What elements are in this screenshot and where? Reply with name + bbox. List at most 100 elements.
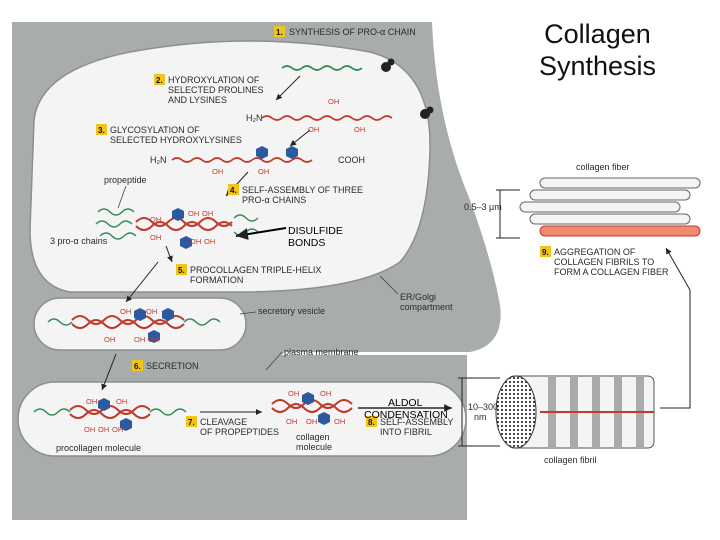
sugar-hexagon-icon: [318, 412, 330, 425]
svg-text:4.: 4.: [230, 186, 237, 195]
step-9-label-line3: FORM A COLLAGEN FIBER: [554, 267, 669, 277]
step-badge-1: 1.: [274, 26, 285, 37]
svg-text:2.: 2.: [156, 76, 163, 85]
triple-helix-red: [135, 221, 233, 231]
fibril-cross-section: [495, 375, 537, 449]
vesicle-pointer: [239, 311, 257, 315]
sugar-hexagon-icon: [120, 418, 132, 431]
step-arrow: [125, 261, 159, 303]
step-8-label-line2: INTO FIBRIL: [380, 427, 432, 437]
step-badge-6: 6.: [132, 360, 143, 371]
oh-label: OH: [190, 237, 201, 246]
propeptide-n-terminal: [97, 208, 135, 216]
step-2-label-line2: SELECTED PROLINES: [168, 85, 264, 95]
procollagen-molecule-label: procollagen molecule: [56, 443, 141, 453]
step-1-label: SYNTHESIS OF PRO-α CHAIN: [289, 27, 416, 37]
collagen-molecule-label-line1: collagen: [296, 432, 330, 442]
oh-label: OH: [320, 389, 331, 398]
oh-label: OH: [150, 233, 161, 242]
title-line-2: Synthesis: [538, 51, 656, 81]
vesicle-propeptide: [47, 318, 73, 326]
pro-alpha-chain-step1: [281, 65, 363, 71]
oh-label: OH: [116, 397, 127, 406]
ribosome-icon-2-small: [426, 106, 434, 114]
step-5-label-line1: PROCOLLAGEN TRIPLE-HELIX: [190, 265, 321, 275]
propeptide-c-terminal: [233, 214, 259, 222]
oh-label: OH: [120, 307, 131, 316]
collagen-molecule-helix: [271, 403, 353, 413]
plasma-membrane-label: plasma membrane: [284, 347, 359, 357]
oh-label: OH: [104, 335, 115, 344]
three-chains-label: 3 pro-α chains: [50, 236, 108, 246]
sugar-hexagon-icon: [98, 398, 110, 411]
collagen-fiber: [519, 177, 701, 237]
step-arrow: [165, 245, 173, 263]
step-arrow: [101, 353, 117, 391]
step-badge-7: 7.: [186, 416, 197, 427]
title-line-1: Collagen: [544, 19, 651, 49]
svg-text:5.: 5.: [178, 266, 185, 275]
step-4-label-line1: SELF-ASSEMBLY OF THREE: [242, 185, 363, 195]
collagen-fiber-label: collagen fiber: [576, 162, 630, 172]
secretory-vesicle-label: secretory vesicle: [258, 306, 325, 316]
propeptide-label: propeptide: [104, 175, 147, 185]
oh-label: OH: [334, 417, 345, 426]
fibril-size-label-line2: nm: [474, 412, 487, 422]
step-arrow: [289, 129, 311, 147]
step-arrow: [275, 75, 301, 101]
step-2-label-line3: AND LYSINES: [168, 95, 227, 105]
oh-label: OH: [148, 335, 159, 344]
oh-label: OH: [188, 209, 199, 218]
page-title: Collagen Synthesis: [539, 18, 656, 82]
oh-label: OH: [328, 97, 339, 106]
step-2-label-line1: HYDROXYLATION OF: [168, 75, 260, 85]
fiber-size-label: 0.5–3 μm: [464, 202, 502, 212]
er-golgi-label-line1: ER/Golgi: [400, 292, 436, 302]
vesicle-propeptide: [183, 318, 221, 326]
sugar-hexagon-icon: [256, 146, 268, 159]
step-badge-4: 4.: [228, 184, 239, 195]
oh-label: OH: [258, 167, 269, 176]
cooh-label: COOH: [338, 155, 365, 165]
disulfide-bonds-arrow: [235, 227, 287, 241]
sugar-hexagon-icon: [172, 208, 184, 221]
step-6-label: SECRETION: [146, 361, 199, 371]
collagen-fibril-label: collagen fibril: [544, 455, 597, 465]
oh-label: OH: [86, 397, 97, 406]
er-golgi-compartment: [29, 40, 431, 293]
procollagen-propeptide: [33, 408, 71, 416]
oh-label: OH: [306, 417, 317, 426]
propeptide-n-terminal: [95, 220, 133, 228]
svg-text:6.: 6.: [134, 362, 141, 371]
propeptide-n-terminal: [99, 232, 137, 240]
pro-alpha-chain-step3: [171, 157, 313, 163]
vesicle-helix: [71, 315, 185, 325]
sugar-hexagon-icon: [302, 392, 314, 405]
oh-label: OH: [150, 215, 161, 224]
svg-text:1.: 1.: [276, 28, 283, 37]
secretory-vesicle: [33, 297, 247, 351]
pro-alpha-chain-step2: [261, 115, 393, 121]
extracellular-space: [17, 381, 467, 457]
oh-label: OH: [98, 425, 109, 434]
aldol-annotation-line1: ALDOL: [388, 397, 423, 409]
fibril-size-label-line1: 10–300: [468, 402, 498, 412]
step-badge-9: 9.: [540, 246, 551, 257]
step-4-label-line2: PRO-α CHAINS: [242, 195, 306, 205]
svg-text:7.: 7.: [188, 418, 195, 427]
oh-label: OH: [146, 307, 157, 316]
procollagen-helix: [69, 409, 151, 419]
step-9-label-line2: COLLAGEN FIBRILS TO: [554, 257, 654, 267]
oh-label: OH: [308, 125, 319, 134]
sugar-hexagon-icon: [148, 330, 160, 343]
step-9-label-line1: AGGREGATION OF: [554, 247, 636, 257]
step-7-label-line2: OF PROPEPTIDES: [200, 427, 279, 437]
ribosome-icon: [381, 62, 391, 72]
h2n-label-step3: H₂N: [150, 155, 167, 165]
oh-label: OH: [212, 167, 223, 176]
step-5-label-line2: FORMATION: [190, 275, 243, 285]
step-7-label-line1: CLEAVAGE: [200, 417, 247, 427]
propeptide-pointer: [117, 185, 127, 209]
step-arrow: [660, 247, 691, 409]
